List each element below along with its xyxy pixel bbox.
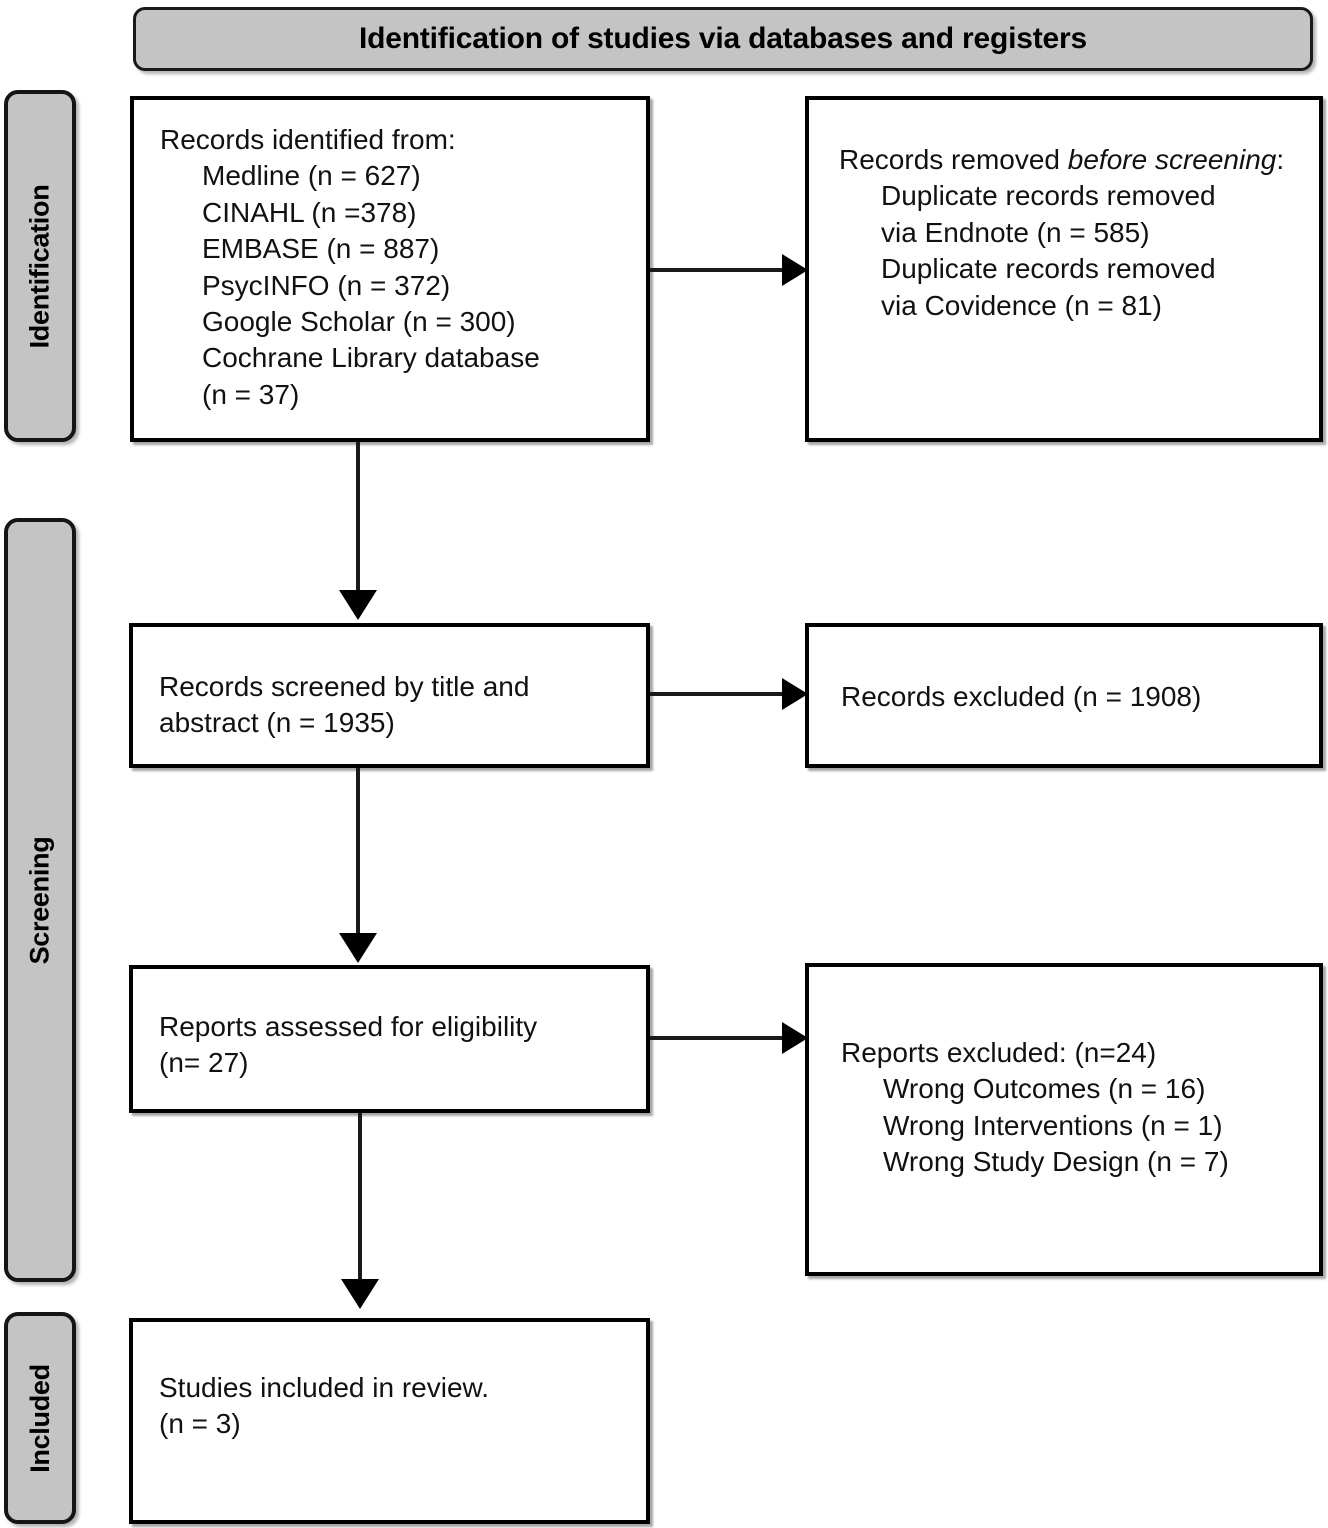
connector-line [356,442,360,592]
reports-excluded-item-1: Wrong Interventions (n = 1) [883,1109,1223,1141]
records-removed-item-0: Duplicate records removed [881,180,1216,212]
arrow-head-right-icon [782,1022,808,1054]
stage-rail-included: Included [4,1312,76,1524]
records-identified-item-2: EMBASE (n = 887) [202,233,440,265]
records-identified-item-6: (n = 37) [202,378,300,410]
diagram-title: Identification of studies via databases … [359,22,1087,55]
box-reports-excluded-text: Reports excluded: (n=24) Wrong Outcomes (… [841,1035,1229,1181]
arrow-head-right-icon [782,678,808,710]
box-studies-included: Studies included in review. (n = 3) [129,1318,650,1524]
connector-line [650,1036,786,1040]
box-records-identified-text: Records identified from: Medline (n = 627… [160,122,540,413]
connector-line [358,1113,362,1281]
records-identified-item-1: CINAHL (n =378) [202,196,417,228]
stage-label-included: Included [24,1363,55,1473]
records-removed-item-3: via Covidence (n = 81) [881,289,1162,321]
box-studies-included-text: Studies included in review. (n = 3) [159,1372,489,1440]
arrow-head-down-icon [339,590,377,620]
reports-excluded-heading: Reports excluded: (n=24) [841,1037,1157,1068]
stage-rail-identification: Identification [4,90,76,442]
stage-label-identification: Identification [24,184,55,348]
box-reports-assessed-eligibility-text: Reports assessed for eligibility (n= 27) [159,1011,538,1079]
records-removed-heading-suffix: : [1276,144,1285,175]
box-reports-assessed-eligibility: Reports assessed for eligibility (n= 27) [129,965,650,1113]
reports-excluded-item-2: Wrong Study Design (n = 7) [883,1146,1229,1178]
connector-line [650,268,786,272]
box-reports-excluded: Reports excluded: (n=24) Wrong Outcomes (… [805,963,1323,1276]
records-removed-item-1: via Endnote (n = 585) [881,216,1150,248]
stage-rail-screening: Screening [4,518,76,1282]
records-removed-item-2: Duplicate records removed [881,253,1216,285]
arrow-head-right-icon [782,254,808,286]
reports-excluded-item-0: Wrong Outcomes (n = 16) [883,1073,1206,1105]
records-identified-item-3: PsycINFO (n = 372) [202,269,451,301]
box-records-identified: Records identified from: Medline (n = 627… [130,96,650,442]
box-records-removed-text: Records removed before screening: Duplica… [839,142,1284,324]
box-records-removed: Records removed before screening: Duplica… [805,96,1323,442]
connector-line [650,692,786,696]
records-removed-heading-italic: before screening [1067,144,1277,175]
box-records-screened: Records screened by title and abstract (… [129,623,650,768]
records-identified-heading: Records identified from: [160,124,456,155]
box-records-excluded-text: Records excluded (n = 1908) [841,681,1202,712]
arrow-head-down-icon [339,933,377,963]
records-removed-heading-prefix: Records removed [839,144,1068,175]
records-identified-item-0: Medline (n = 627) [202,160,421,192]
box-records-excluded: Records excluded (n = 1908) [805,623,1323,768]
connector-line [356,768,360,935]
arrow-head-down-icon [341,1279,379,1309]
box-records-screened-text: Records screened by title and abstract (… [159,671,530,739]
stage-label-screening: Screening [24,836,55,964]
diagram-header-banner: Identification of studies via databases … [133,7,1313,71]
records-identified-item-5: Cochrane Library database [202,342,540,374]
records-identified-item-4: Google Scholar (n = 300) [202,305,516,337]
